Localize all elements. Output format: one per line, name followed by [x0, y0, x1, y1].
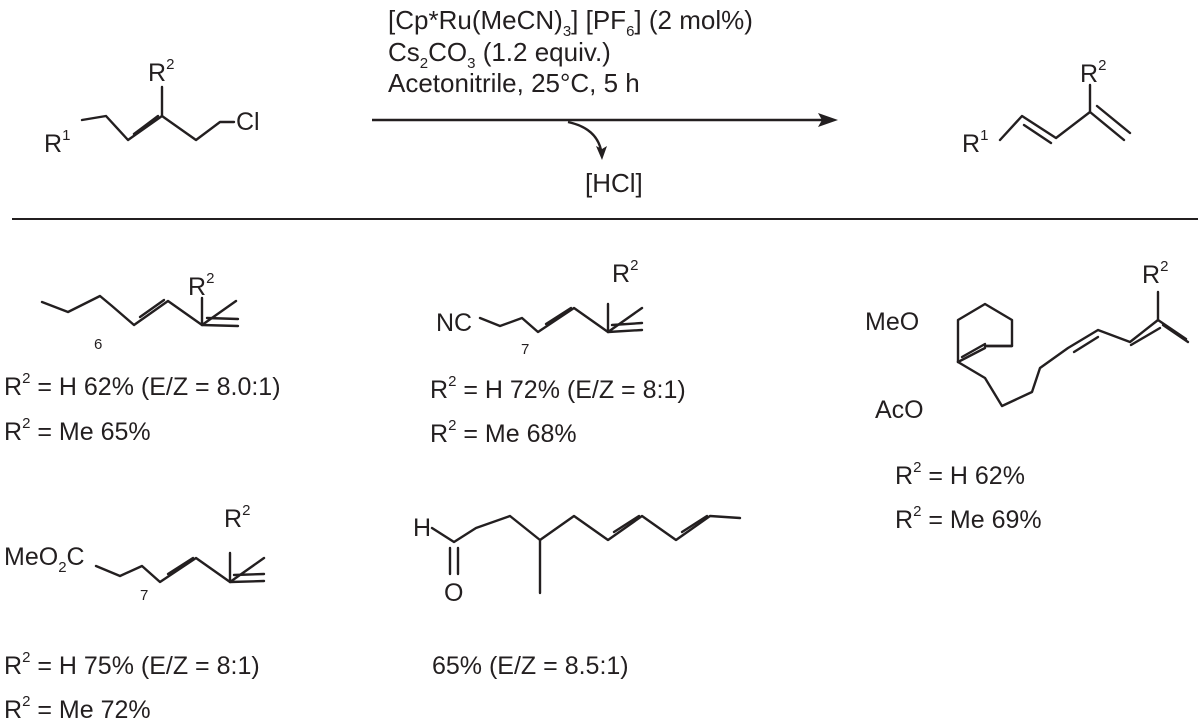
solvent-temp-time-label: Acetonitrile, 25°C, 5 h — [388, 68, 640, 98]
product-1-r2-label: R2 — [188, 270, 214, 301]
product-4-yield-h: R2 = H 75% (E/Z = 8:1) — [4, 649, 260, 680]
product-structure: R1 R2 — [962, 57, 1132, 158]
product-3-yield-me: R2 = Me 69% — [895, 503, 1042, 534]
catalyst-label: [Cp*Ru(MeCN)3] [PF6] (2 mol%) — [388, 5, 753, 40]
product-3-meo-label: MeO — [865, 308, 919, 336]
product-3-r2-label: R2 — [1142, 258, 1168, 289]
product-2: NC R2 7 R2 = H 72% (E/Z = 8:1) R2 = Me 6… — [430, 257, 686, 448]
product-5-yield: 65% (E/Z = 8.5:1) — [432, 652, 629, 680]
product-2-chain-count: 7 — [521, 341, 529, 358]
reactant-r1-label: R1 — [44, 127, 70, 158]
product-5: H O 65% (E/Z = 8.5:1) — [413, 514, 742, 680]
product-4-r2-label: R2 — [224, 502, 250, 533]
product-r1-label: R1 — [962, 127, 988, 158]
product-1: R2 6 R2 = H 62% (E/Z = 8.0:1) R2 = Me 65… — [4, 270, 281, 446]
byproduct-label: [HCl] — [585, 168, 643, 198]
product-3: MeO AcO R2 R2 = H 62% R2 = Me 69% — [865, 258, 1190, 534]
product-2-yield-me: R2 = Me 68% — [430, 417, 577, 448]
reactant-r2-label: R2 — [148, 56, 174, 87]
product-5-h-label: H — [413, 514, 431, 542]
product-2-r2-label: R2 — [612, 257, 638, 288]
product-4-yield-me: R2 = Me 72% — [4, 693, 151, 724]
product-2-nc-label: NC — [436, 309, 472, 337]
product-3-aco-label: AcO — [875, 396, 924, 424]
product-2-yield-h: R2 = H 72% (E/Z = 8:1) — [430, 373, 686, 404]
reactant-structure: R1 R2 Cl — [44, 56, 260, 158]
product-4-chain-count: 7 — [140, 587, 148, 604]
product-1-chain-count: 6 — [94, 336, 102, 353]
byproduct-arrow — [567, 120, 607, 160]
product-4: MeO2C R2 7 R2 = H 75% (E/Z = 8:1) R2 = M… — [4, 502, 266, 724]
reactant-cl-label: Cl — [236, 108, 260, 136]
product-1-yield-h: R2 = H 62% (E/Z = 8.0:1) — [4, 370, 281, 401]
reaction-arrow — [372, 113, 838, 127]
product-4-ester-label: MeO2C — [4, 543, 85, 576]
product-5-o-label: O — [444, 579, 463, 607]
reaction-conditions: [Cp*Ru(MeCN)3] [PF6] (2 mol%) Cs2CO3 (1.… — [388, 5, 753, 98]
base-label: Cs2CO3 (1.2 equiv.) — [388, 37, 611, 72]
product-r2-label: R2 — [1080, 57, 1106, 88]
product-3-yield-h: R2 = H 62% — [895, 459, 1025, 490]
product-1-yield-me: R2 = Me 65% — [4, 415, 151, 446]
